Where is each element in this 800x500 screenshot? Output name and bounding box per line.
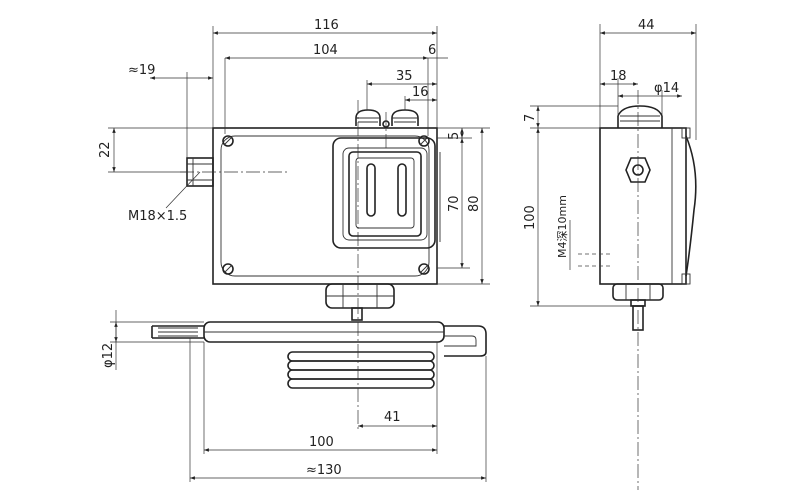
dim-side-height: 100	[523, 205, 538, 230]
side-view	[569, 90, 697, 490]
dim-coil-offset: 41	[384, 410, 401, 425]
dim-screw-offset: 16	[412, 85, 429, 100]
dim-edge-offset: 6	[428, 43, 436, 58]
dim-inner-height: 70	[447, 195, 462, 212]
capillary-coil	[287, 351, 435, 389]
top-screws	[355, 109, 419, 128]
dim-flange-to-stem: 104	[313, 43, 338, 58]
dim-tube-diameter: φ12	[101, 343, 116, 368]
corner-screws	[222, 135, 430, 275]
dim-fitting-thread: M18×1.5	[128, 209, 187, 224]
adjustment-window	[332, 137, 441, 249]
dim-fitting-projection: ≈19	[128, 63, 155, 78]
bottom-nut	[325, 283, 395, 321]
dim-knob-height: 7	[523, 114, 538, 122]
front-dimensions: 116 104 6 35 16 ≈19 22 M18×1.5 5 70	[98, 18, 490, 482]
dim-mount-thread: M4深10mm	[556, 195, 569, 258]
dim-tube-length: 100	[309, 435, 334, 450]
front-view	[151, 100, 487, 430]
dim-overall-length: ≈130	[306, 463, 342, 478]
cover-plate	[220, 135, 430, 277]
dim-top-offset: 5	[447, 132, 462, 140]
side-body	[599, 127, 687, 285]
dim-knob-diameter: φ14	[654, 81, 679, 96]
dim-overall-height: 80	[467, 195, 482, 212]
dim-knob-offset: 18	[610, 69, 627, 84]
dim-overall-width: 116	[314, 18, 339, 33]
dim-fitting-height: 22	[98, 141, 113, 158]
side-dimensions: 44 18 φ14 7 100 M4深10mm	[523, 18, 697, 307]
capillary-tube	[151, 321, 487, 357]
dim-stem-offset: 35	[396, 69, 413, 84]
pressure-fitting	[165, 157, 290, 209]
dim-side-depth: 44	[638, 18, 655, 33]
